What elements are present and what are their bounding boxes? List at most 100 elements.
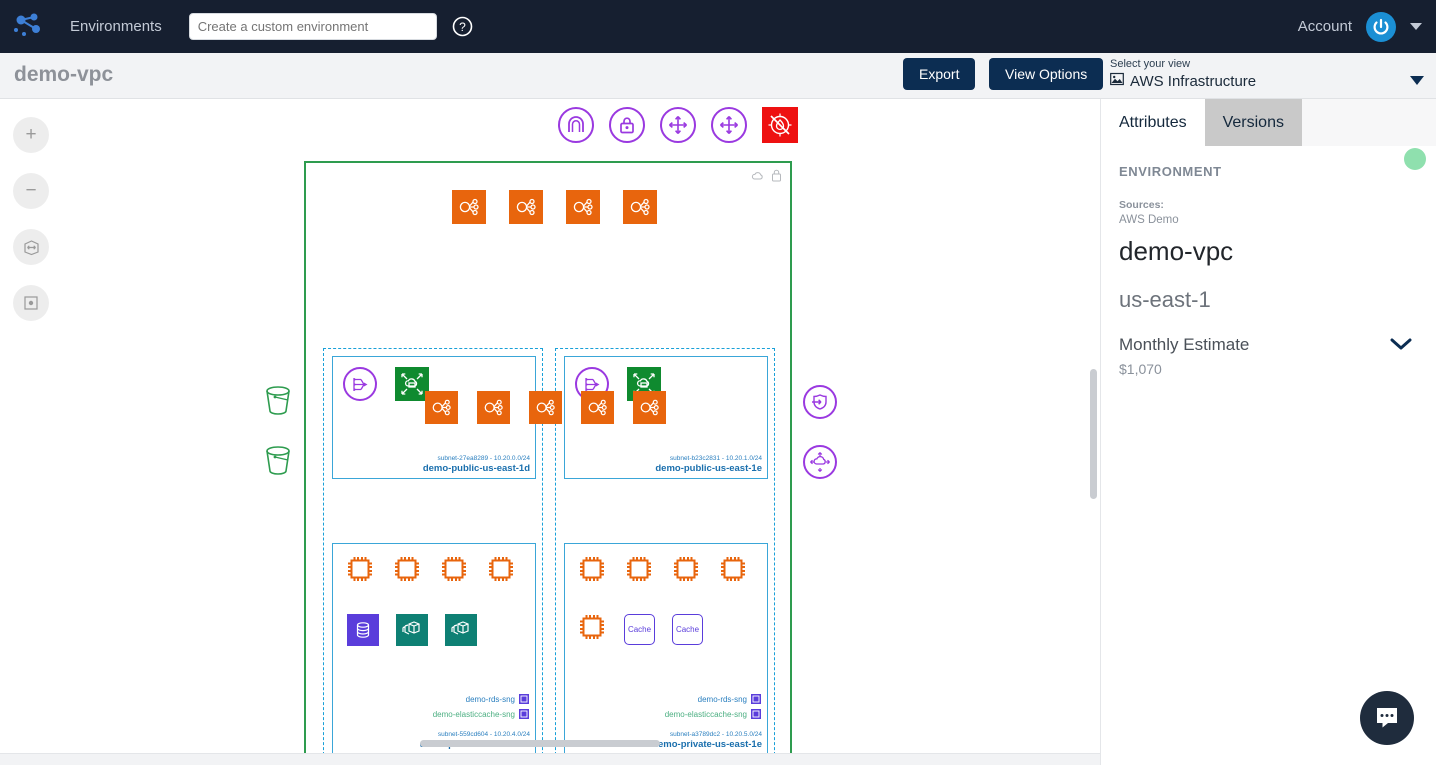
elasticache-node-icon[interactable]: Cache <box>624 614 655 645</box>
security-group-icon[interactable] <box>751 694 761 704</box>
zoom-in-button[interactable]: + <box>13 117 49 153</box>
route-table-icon[interactable] <box>660 107 696 143</box>
account-menu-chevron-down-icon[interactable] <box>1410 23 1422 30</box>
diagram-canvas[interactable]: + − <box>0 99 1100 753</box>
security-group-icon[interactable] <box>751 709 761 719</box>
security-group-cache-row[interactable]: demo-elasticcache-sng <box>665 709 761 719</box>
internet-gateway-icon[interactable] <box>558 107 594 143</box>
load-balancer-icon[interactable] <box>581 391 614 424</box>
cloud-distribution-icon[interactable] <box>803 445 837 479</box>
canvas-bottom-bar <box>0 753 1100 765</box>
canvas-horizontal-scrollbar[interactable] <box>420 740 660 747</box>
ec2-instance-icon[interactable] <box>392 554 422 589</box>
load-balancer-icon[interactable] <box>452 190 486 224</box>
subnet-name: demo-public-us-east-1d <box>422 462 530 474</box>
monthly-estimate-label: Monthly Estimate <box>1119 335 1250 354</box>
select-view-value: AWS Infrastructure <box>1130 72 1257 90</box>
container-icon[interactable] <box>445 614 477 646</box>
subnet-id: subnet-b23c2831 - 10.20.1.0/24 <box>669 454 762 462</box>
vpc-container[interactable]: us-east-1d <box>304 161 792 753</box>
ec2-instance-icon[interactable] <box>624 554 654 589</box>
s3-bucket-icon[interactable] <box>259 442 297 485</box>
security-group-cache-row[interactable]: demo-elasticcache-sng <box>433 709 529 719</box>
center-view-icon[interactable] <box>13 285 49 321</box>
view-thumbnail-icon <box>1110 72 1124 90</box>
canvas-vertical-scrollbar[interactable] <box>1090 369 1097 499</box>
app-logo-icon[interactable] <box>0 12 58 42</box>
page-title: demo-vpc <box>14 63 114 86</box>
public-subnet-icons <box>343 367 429 401</box>
ec2-instance-icon[interactable] <box>345 554 375 589</box>
load-balancer-icon[interactable] <box>623 190 657 224</box>
select-view-dropdown[interactable]: Select your view AWS Infrastructure <box>1110 58 1430 90</box>
security-group-name: demo-rds-sng <box>465 694 515 704</box>
environment-name: demo-vpc <box>1119 236 1234 266</box>
subnet-id: subnet-27ea8289 - 10.20.0.0/24 <box>437 454 530 462</box>
ec2-instance-icon[interactable] <box>718 554 748 589</box>
private-subnet-us-east-1d[interactable]: demo-rds-sng demo-elasticcache-sng subne… <box>332 543 536 753</box>
select-view-chevron-down-icon[interactable] <box>1410 76 1424 85</box>
load-balancer-icon[interactable] <box>566 190 600 224</box>
top-load-balancer-row <box>452 190 657 224</box>
ec2-instance-icon[interactable] <box>486 554 516 589</box>
monthly-estimate-chevron-down-icon[interactable] <box>1390 337 1412 356</box>
fit-to-screen-icon[interactable] <box>13 229 49 265</box>
view-options-button[interactable]: View Options <box>989 58 1104 90</box>
elasticache-node-icon[interactable]: Cache <box>672 614 703 645</box>
public-subnet-label: subnet-27ea8289 - 10.20.0.0/24 demo-publ… <box>423 455 530 474</box>
chat-bubble-icon <box>1377 708 1397 728</box>
data-resource-row <box>347 614 477 646</box>
availability-zone-us-east-1e[interactable]: us-east-1e <box>555 348 775 753</box>
private-subnet-us-east-1e[interactable]: Cache Cache demo-rds-sng demo-elasticcac… <box>564 543 768 753</box>
lock-icon[interactable] <box>771 169 782 187</box>
vpc-gateway-icons <box>558 107 798 143</box>
nat-gateway-icon[interactable] <box>343 367 377 401</box>
private-subnet-label: subnet-a3789dc2 - 10.20.5.0/24 demo-priv… <box>652 731 762 750</box>
container-icon[interactable] <box>396 614 428 646</box>
security-group-rds-row[interactable]: demo-rds-sng <box>466 694 529 704</box>
tab-versions[interactable]: Versions <box>1204 99 1302 146</box>
account-link[interactable]: Account <box>1297 18 1352 35</box>
rds-database-icon[interactable] <box>347 614 379 646</box>
security-group-name: demo-rds-sng <box>697 694 747 704</box>
security-shield-icon[interactable] <box>803 385 837 419</box>
chat-widget-button[interactable] <box>1360 691 1414 745</box>
status-badge <box>1404 148 1426 170</box>
cache-resource-row: Cache Cache <box>577 612 703 647</box>
router-icon[interactable] <box>711 107 747 143</box>
zoom-out-button[interactable]: − <box>13 173 49 209</box>
help-icon[interactable]: ? <box>452 16 473 37</box>
vpc-corner-icons <box>751 169 782 187</box>
ec2-instance-icon[interactable] <box>439 554 469 589</box>
export-button[interactable]: Export <box>903 58 976 90</box>
cloud-icon[interactable] <box>751 169 764 187</box>
create-environment-input[interactable] <box>188 13 437 40</box>
load-balancer-icon[interactable] <box>529 391 562 424</box>
s3-bucket-icon[interactable] <box>259 382 297 425</box>
auto-scaling-group-icon[interactable] <box>395 367 429 401</box>
load-balancer-icon[interactable] <box>509 190 543 224</box>
ec2-instance-icon[interactable] <box>577 554 607 589</box>
security-group-icon[interactable] <box>519 709 529 719</box>
sources-value: AWS Demo <box>1119 214 1179 226</box>
nav-right-group: Account <box>1298 0 1422 53</box>
load-balancer-icon[interactable] <box>425 391 458 424</box>
subnet-id: subnet-559cd604 - 10.20.4.0/24 <box>437 730 530 738</box>
panel-tabs: Attributes Versions <box>1101 99 1436 146</box>
load-balancer-icon[interactable] <box>477 391 510 424</box>
security-group-icon[interactable] <box>519 694 529 704</box>
panel-body: ENVIRONMENT Sources: AWS Demo demo-vpc u… <box>1101 146 1436 377</box>
nav-environments-link[interactable]: Environments <box>70 18 162 35</box>
sources-label: Sources: <box>1119 199 1164 211</box>
ec2-instance-icon[interactable] <box>577 612 607 647</box>
security-group-rds-row[interactable]: demo-rds-sng <box>698 694 761 704</box>
security-group-name: demo-elasticcache-sng <box>432 709 515 719</box>
tab-attributes[interactable]: Attributes <box>1101 99 1205 146</box>
ec2-instance-icon[interactable] <box>671 554 701 589</box>
monthly-estimate-row[interactable]: Monthly Estimate $1,070 <box>1119 335 1418 377</box>
svg-text:?: ? <box>459 20 466 34</box>
user-avatar[interactable] <box>1366 11 1396 42</box>
firewall-disabled-icon[interactable] <box>762 107 798 143</box>
load-balancer-icon[interactable] <box>633 391 666 424</box>
vpn-gateway-lock-icon[interactable] <box>609 107 645 143</box>
